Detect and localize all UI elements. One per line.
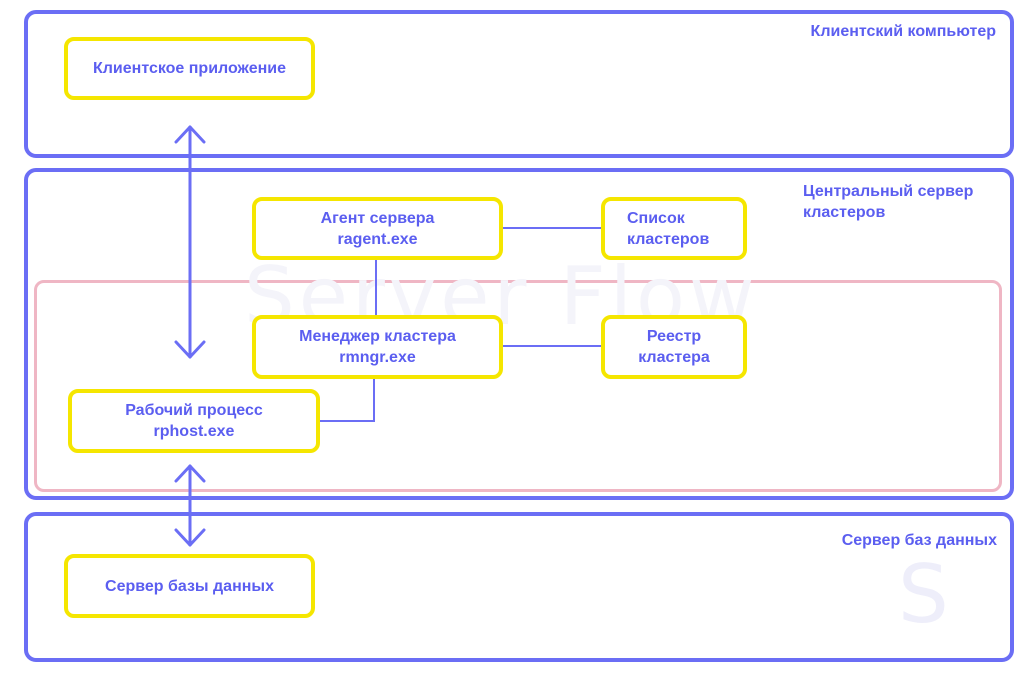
server-agent-label: Агент сервера [320,209,435,227]
cluster-manager-label: Менеджер кластера [299,328,456,345]
central-server-label: Центральный сервер кластеров [803,181,973,223]
cluster-registry-label-line1: Реестр [646,328,702,345]
server-agent-node: Агент сервера ragent.exe [252,197,503,260]
client-computer-label: Клиентский компьютер [810,23,996,40]
cluster-registry-node: Реестр кластера [601,315,747,379]
cluster-list-node: Список кластеров [601,197,747,260]
database-server-label: Сервер базы данных [105,577,274,595]
cluster-list-label-line2: кластеров [627,230,710,248]
worker-process-node: Рабочий процесс rphost.exe [68,389,320,453]
client-app-label: Клиентское приложение [93,60,286,77]
cluster-list-label-line1: Список [627,209,685,227]
central-server-label-line2: кластеров [803,204,886,221]
cluster-registry-label-line2: кластера [638,349,710,366]
client-app-node: Клиентское приложение [64,37,315,100]
cluster-manager-exe: rmngr.exe [339,349,416,366]
server-agent-exe: ragent.exe [337,230,418,248]
database-server-node: Сервер базы данных [64,554,315,618]
worker-process-label: Рабочий процесс [125,402,263,419]
worker-process-exe: rphost.exe [153,423,235,440]
central-server-label-line1: Центральный сервер [803,183,974,200]
db-server-label: Сервер баз данных [841,532,997,549]
cluster-manager-node: Менеджер кластера rmngr.exe [252,315,503,379]
cluster-zone [34,280,1002,492]
